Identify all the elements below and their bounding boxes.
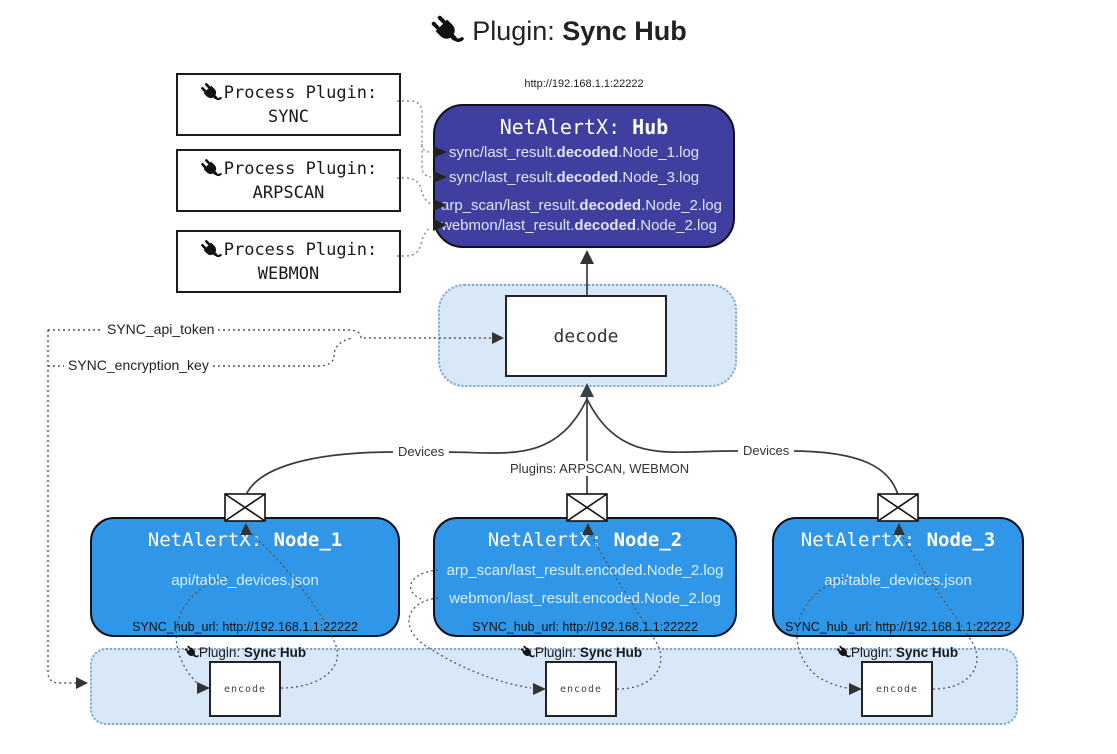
node-title: NetAlertX: Node_2 [487, 529, 683, 551]
edge-label-plugins: Plugins: ARPSCAN, WEBMON [505, 461, 695, 476]
node-hub-url: SYNC_hub_url: http://192.168.1.1:22222 [472, 620, 698, 634]
page-title: Plugin: Sync Hub [0, 14, 1117, 48]
node-box-node1: NetAlertX: Node_1 api/table_devices.json… [90, 517, 400, 637]
plug-icon [200, 158, 222, 180]
encode-plugin-label: Plugin: Sync Hub [817, 645, 977, 660]
encode-box: encode [545, 661, 617, 717]
process-plugin-label: Process Plugin: [223, 158, 378, 179]
page-title-text: Plugin: Sync Hub [472, 15, 687, 46]
plug-icon [200, 82, 222, 104]
process-plugin-box-sync: Process Plugin: SYNC [176, 73, 401, 136]
process-plugin-name: WEBMON [257, 263, 320, 284]
hub-title: NetAlertX: Hub [499, 115, 669, 139]
hub-log-row: sync/last_result.decoded.Node_1.log [449, 144, 700, 161]
plug-icon [430, 14, 464, 48]
node-box-node3: NetAlertX: Node_3 api/table_devices.json… [772, 517, 1024, 637]
edge-label-devices-right: Devices [738, 443, 795, 458]
hub-log-row: webmon/last_result.decoded.Node_2.log [441, 217, 717, 234]
node-file: webmon/last_result.encoded.Node_2.log [449, 590, 721, 607]
hub-box: NetAlertX: Hub sync/last_result.decoded.… [433, 104, 735, 248]
process-plugin-box-webmon: Process Plugin: WEBMON [176, 230, 401, 293]
node-title: NetAlertX: Node_3 [800, 529, 996, 551]
node-file: api/table_devices.json [171, 572, 319, 589]
hub-log-row: arp_scan/last_result.decoded.Node_2.log [441, 197, 722, 214]
encode-box: encode [209, 661, 281, 717]
process-plugin-label: Process Plugin: [223, 239, 378, 260]
node-hub-url: SYNC_hub_url: http://192.168.1.1:22222 [785, 620, 1011, 634]
node-file: api/table_devices.json [824, 572, 972, 589]
hub-log-row: sync/last_result.decoded.Node_3.log [449, 169, 700, 186]
config-label-api-token: SYNC_api_token [103, 321, 219, 337]
process-plugin-name: ARPSCAN [252, 182, 325, 203]
node-title: NetAlertX: Node_1 [147, 529, 343, 551]
node-box-node2: NetAlertX: Node_2 arp_scan/last_result.e… [433, 517, 737, 637]
process-plugin-name: SYNC [268, 106, 309, 127]
plug-icon [200, 239, 222, 261]
process-plugin-box-arpscan: Process Plugin: ARPSCAN [176, 149, 401, 212]
plug-icon [184, 645, 199, 660]
encode-plugin-label: Plugin: Sync Hub [501, 645, 661, 660]
node-file: arp_scan/last_result.encoded.Node_2.log [446, 562, 724, 579]
hub-url: http://192.168.1.1:22222 [524, 78, 644, 90]
plug-icon [520, 645, 535, 660]
process-plugin-label: Process Plugin: [223, 82, 378, 103]
encode-plugin-label: Plugin: Sync Hub [165, 645, 325, 660]
edge-label-devices-left: Devices [393, 444, 450, 459]
encode-box: encode [861, 661, 933, 717]
node-hub-url: SYNC_hub_url: http://192.168.1.1:22222 [132, 620, 358, 634]
plug-icon [836, 645, 851, 660]
config-label-encryption-key: SYNC_encryption_key [64, 357, 213, 373]
decode-box: decode [505, 295, 667, 377]
